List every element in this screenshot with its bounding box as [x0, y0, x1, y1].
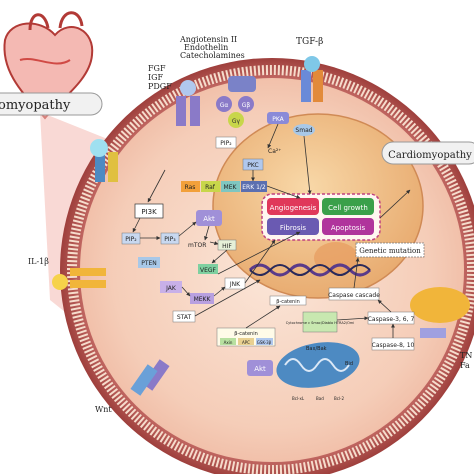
endothelin-label: Endothelin [184, 43, 228, 52]
bax-bak-label: Bax/Bak [306, 346, 327, 352]
genetic-mutation-box: Genetic mutation [355, 242, 425, 258]
bid-label: Bid [345, 361, 353, 367]
stat-node: STAT [172, 310, 196, 323]
pi3k-node: PI3K [134, 203, 164, 219]
pip3-node: PIP₃ [160, 232, 180, 245]
raf-node: Raf [205, 184, 216, 191]
tnf-label-partial: TN [460, 351, 472, 360]
svg-text:Genetic mutation: Genetic mutation [359, 247, 421, 255]
apoptosis-label: Apoptosis [331, 224, 366, 232]
mitochondrion [276, 342, 360, 388]
beta-catenin-complex: β-catenin Axin APC GSK-3β [216, 327, 276, 347]
bad-label: Bad [316, 396, 324, 401]
svg-text:Caspase-8, 10: Caspase-8, 10 [372, 342, 415, 349]
svg-text:VEGF: VEGF [200, 267, 217, 274]
gpcr-agonist-labels: Angiotensin II Endothelin Catecholamines [179, 35, 245, 60]
g-beta: Gβ [242, 102, 251, 109]
igf-label: IGF [148, 73, 164, 82]
growth-factor-labels: FGF IGF PDGF [148, 64, 172, 91]
svg-text:β-catenin: β-catenin [276, 299, 300, 305]
fas-label-partial: Fa [460, 361, 470, 370]
svg-text:PIP₃: PIP₃ [164, 236, 176, 243]
outcomes-panel: Angiogenesis Cell growth Fibrosis Apopto… [261, 193, 381, 241]
axin-label: Axin [224, 340, 233, 345]
cardiomyopathy-banner: Cardiomyopathy [381, 141, 474, 165]
g-gamma: Gγ [232, 118, 241, 125]
fgf-label: FGF [148, 64, 166, 73]
svg-text:STAT: STAT [177, 314, 192, 321]
mapk-cascade: Ras Raf MEK ERK 1/2 [181, 181, 267, 192]
jak-node: JAK [160, 281, 182, 293]
caspase-810-box: Caspase-8, 10 [372, 337, 415, 351]
svg-text:PTEN: PTEN [141, 260, 157, 267]
svg-text:Caspase-3, 6, 7: Caspase-3, 6, 7 [368, 316, 415, 323]
svg-text:PIP₂: PIP₂ [125, 236, 137, 243]
g-alpha: Gα [220, 102, 229, 109]
pten-node: PTEN [138, 257, 160, 268]
svg-text:JNK: JNK [229, 281, 241, 288]
pka-node: PKA [267, 112, 289, 124]
vegf-node: VEGF [198, 264, 218, 274]
calcium-label: Ca²⁺ [268, 148, 281, 155]
corner-banner-text: omyopathy [0, 98, 71, 113]
svg-text:MEKK: MEKK [194, 296, 212, 303]
svg-text:Caspase cascade: Caspase cascade [328, 292, 380, 299]
angiogenesis-label: Angiogenesis [270, 204, 317, 212]
pip2-node: PIP₂ [121, 232, 141, 245]
smad-node: Smad [293, 124, 315, 136]
svg-text:Cardiomyopathy: Cardiomyopathy [388, 150, 472, 161]
angiotensin-label: Angiotensin II [179, 35, 237, 44]
svg-text:PKC: PKC [247, 162, 258, 169]
svg-text:Smad: Smad [295, 127, 312, 134]
receptor-growth-factor [176, 80, 200, 126]
gsk-label: GSK-3β [257, 340, 272, 345]
svg-text:JAK: JAK [165, 285, 177, 292]
akt2-node: Akt [247, 360, 273, 376]
jnk-node: JNK [224, 277, 246, 290]
beta-catenin-label: β-catenin [234, 331, 258, 337]
receptor-gpcr [228, 76, 256, 92]
svg-text:Akt: Akt [254, 365, 266, 373]
akt-node: Akt [196, 210, 222, 226]
apc-label: APC [242, 340, 250, 345]
svg-text:PIP₂: PIP₂ [220, 140, 232, 147]
pdgf-label: PDGF [148, 82, 172, 91]
beta-catenin-nuclear-node: β-catenin [269, 295, 307, 306]
pathway-arrows [132, 123, 411, 338]
receptor-wnt [130, 359, 170, 396]
mtor-label: mTOR [188, 242, 206, 249]
svg-text:PI3K: PI3K [141, 208, 157, 216]
svg-text:PKA: PKA [272, 116, 284, 123]
wnt-label: Wnt [95, 405, 112, 414]
il1-beta-label: IL-1β [28, 257, 49, 266]
receptor-il1 [52, 268, 106, 290]
pip2-top-node: PIP₂ [215, 136, 237, 149]
hif-node: HIF [217, 239, 237, 251]
svg-text:Akt: Akt [203, 215, 215, 223]
ras-node: Ras [185, 184, 196, 191]
tgf-beta-label: TGF-β [296, 37, 323, 47]
mekk-node: MEKK [190, 293, 214, 304]
svg-text:Cytochrome c Smac/Diablo HTRA2: Cytochrome c Smac/Diablo HTRA2/Omi [286, 321, 355, 325]
bcl-2-label: Bcl-2 [334, 396, 344, 401]
svg-text:HIF: HIF [222, 243, 232, 250]
receptor-tnf [410, 287, 470, 338]
receptor-fgf-left [90, 139, 118, 182]
mek-node: MEK [224, 184, 238, 191]
caspase-cascade-box: Caspase cascade [328, 287, 380, 301]
g-protein: Gα Gβ Gγ [216, 96, 254, 128]
receptor-tgf [301, 56, 323, 102]
cell-growth-label: Cell growth [328, 204, 368, 212]
corner-banner: omyopathy [0, 92, 103, 116]
caspase-367-box: Caspase-3, 6, 7 [368, 311, 415, 325]
bcl-xl-label: Bcl-xL [292, 396, 305, 401]
catecholamines-label: Catecholamines [180, 51, 245, 60]
pkc-node: PKC [242, 158, 264, 171]
erk-node: ERK 1/2 [242, 184, 266, 191]
fibrosis-label: Fibrosis [280, 224, 307, 232]
cytochrome-box: Cytochrome c Smac/Diablo HTRA2/Omi [286, 311, 355, 333]
